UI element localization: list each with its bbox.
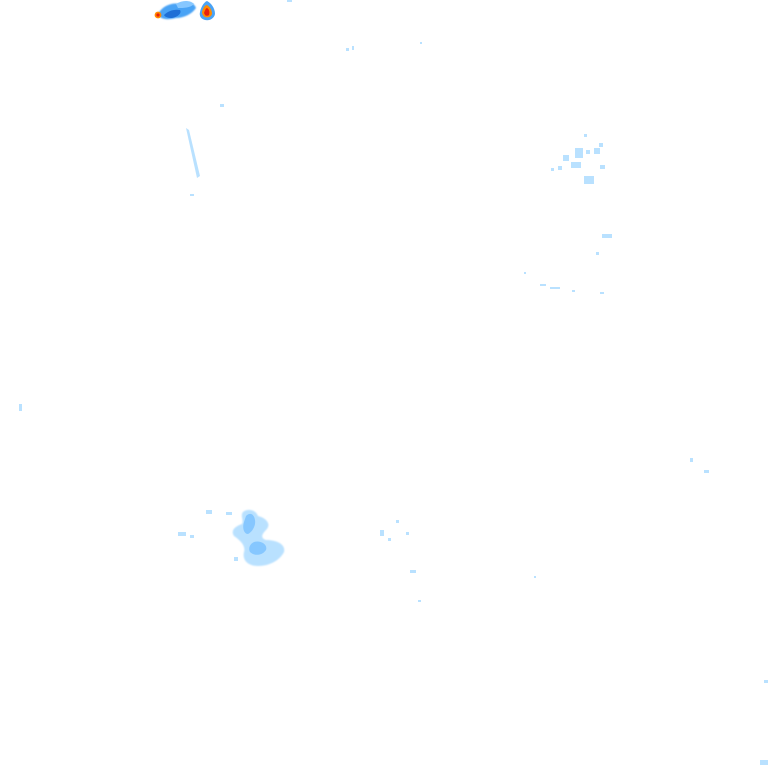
echo-streak-north — [186, 0, 354, 196]
echo-cluster-northeast — [420, 42, 612, 294]
echo-specks-east — [690, 458, 768, 765]
echo-cluster-southwest — [178, 509, 285, 566]
echo-spot-west — [19, 404, 22, 411]
storm-cell-north — [154, 1, 215, 21]
echo-specks-south — [380, 520, 536, 602]
